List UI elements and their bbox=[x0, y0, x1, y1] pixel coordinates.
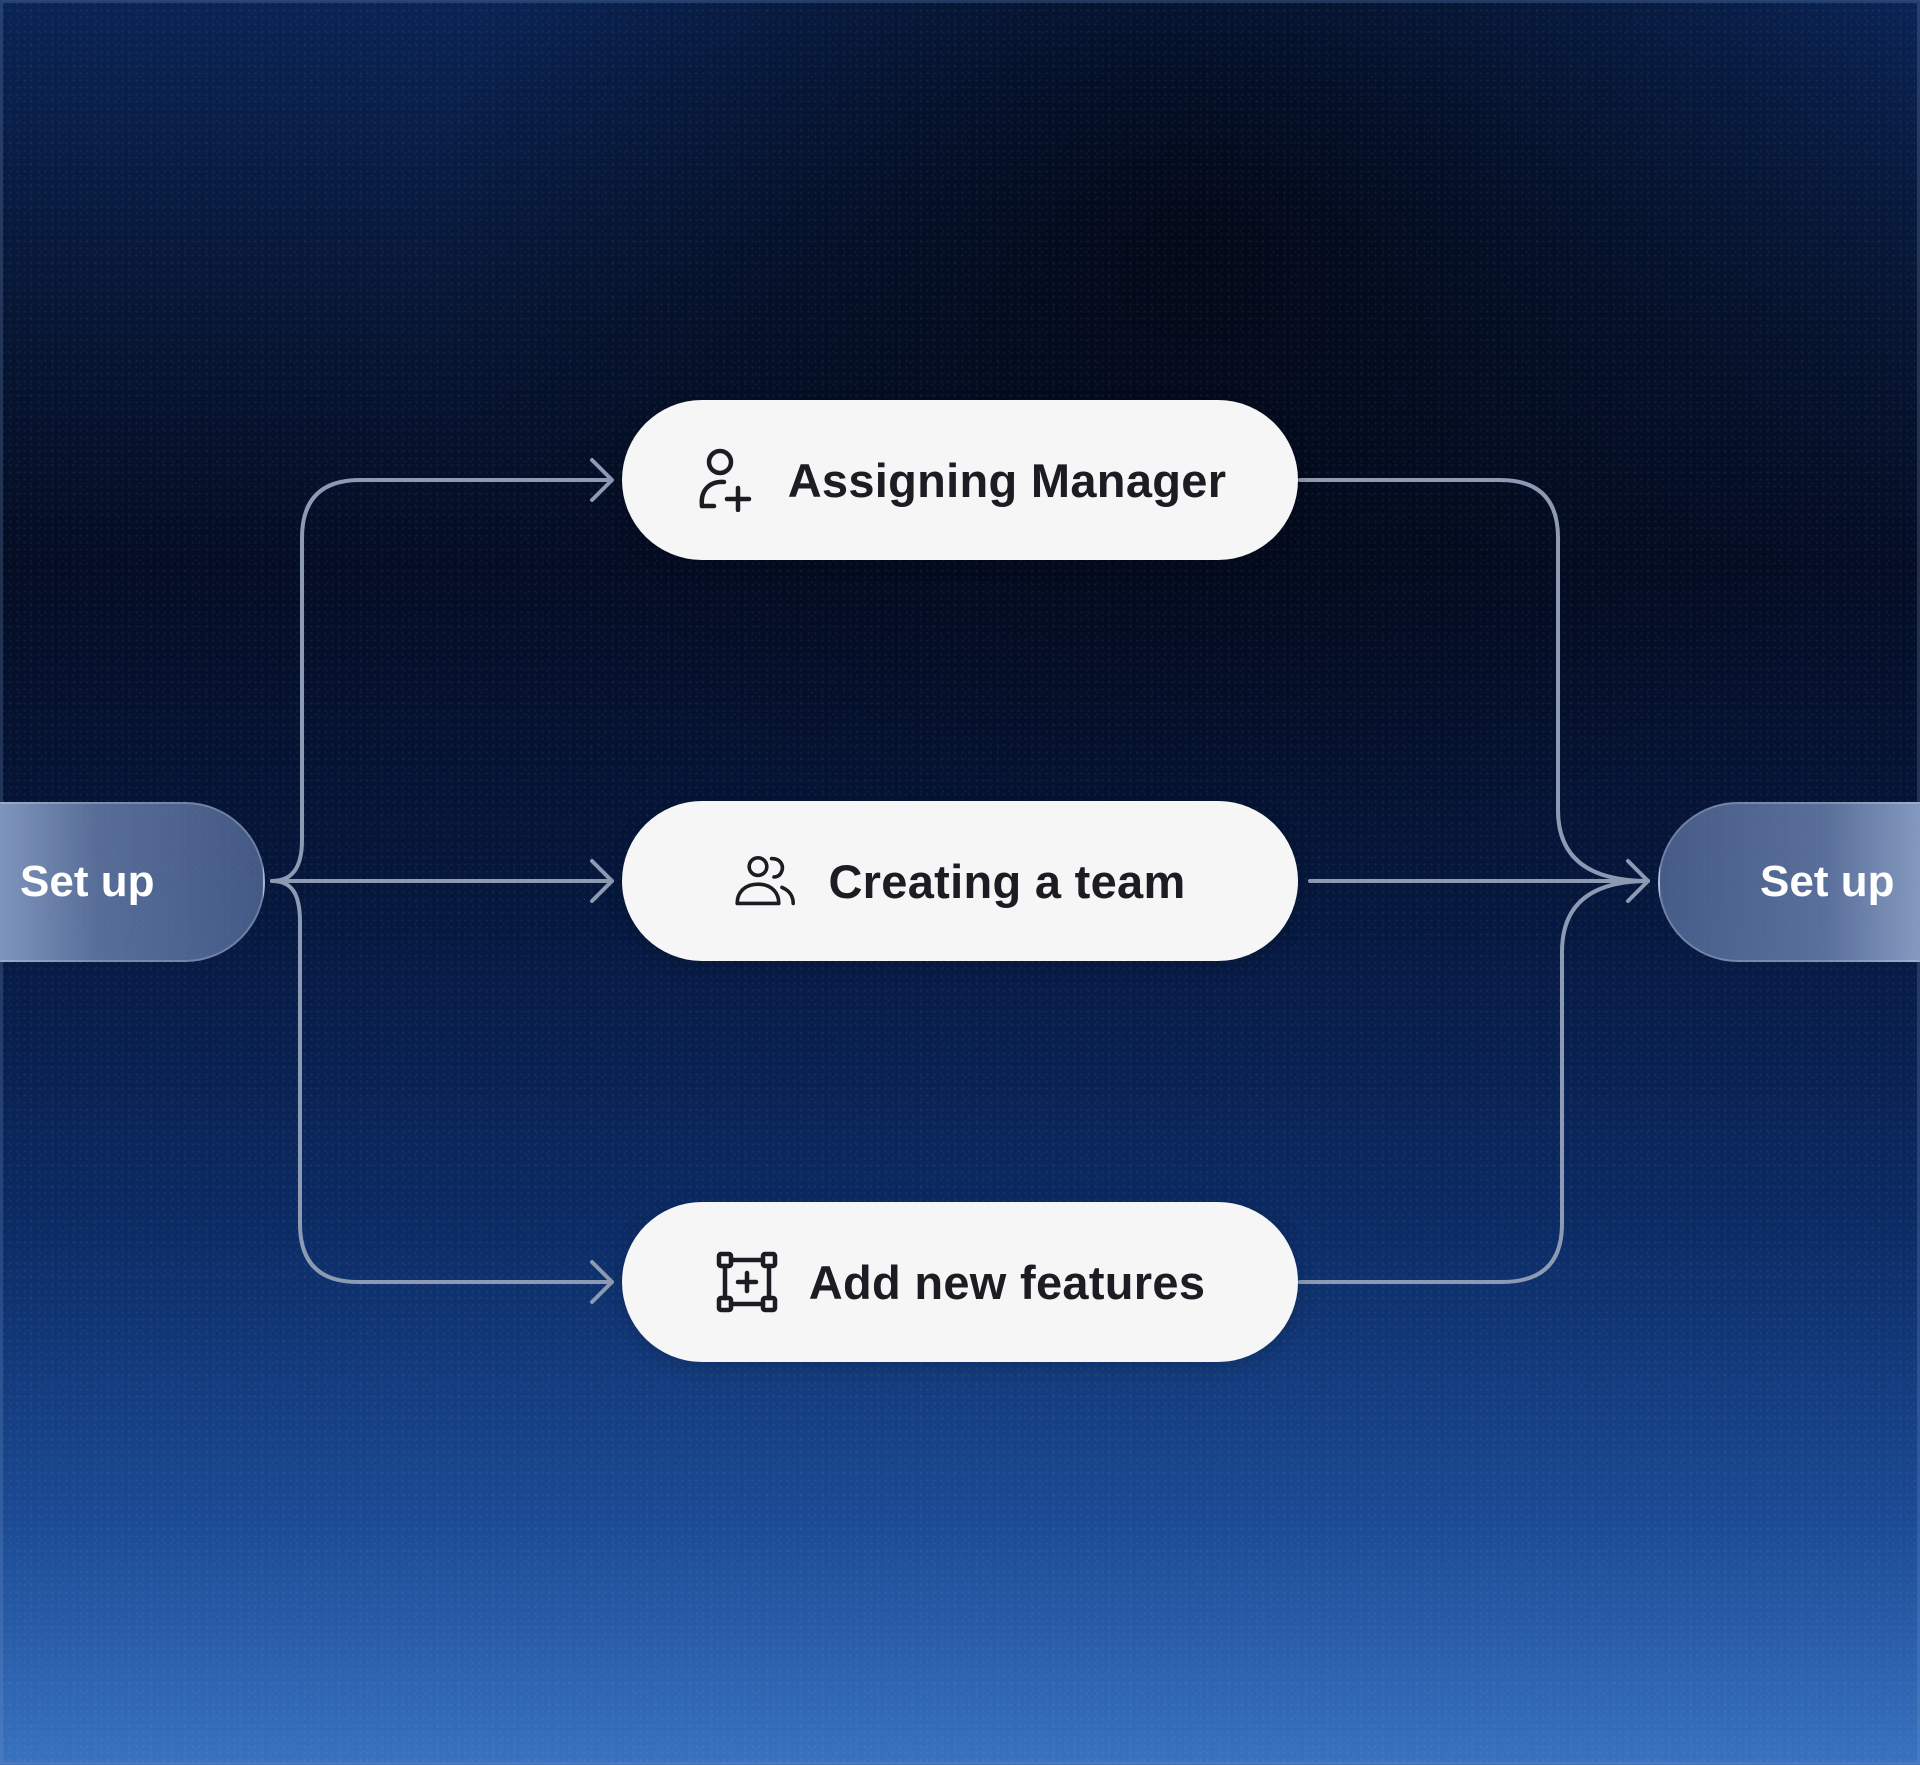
connector-source-to-features bbox=[270, 879, 614, 1284]
step-assigning-manager[interactable]: Assigning Manager bbox=[622, 400, 1298, 560]
arrowhead-features bbox=[590, 1260, 614, 1304]
arrowhead-assigning bbox=[590, 458, 614, 502]
connector-assigning-to-target bbox=[1298, 478, 1650, 883]
step-label: Creating a team bbox=[828, 854, 1186, 908]
connector-source-to-assigning bbox=[270, 478, 614, 883]
users-icon bbox=[734, 849, 798, 913]
target-node-label: Set up bbox=[1760, 857, 1895, 906]
step-label: Add new features bbox=[808, 1255, 1206, 1309]
arrowhead-target bbox=[1626, 859, 1650, 903]
source-node[interactable]: Set up bbox=[0, 802, 265, 962]
step-creating-team[interactable]: Creating a team bbox=[622, 801, 1298, 961]
arrowhead-team bbox=[590, 859, 614, 903]
step-add-new-features[interactable]: Add new features bbox=[622, 1202, 1298, 1362]
step-label: Assigning Manager bbox=[787, 453, 1227, 507]
user-plus-icon bbox=[694, 448, 758, 512]
connector-features-to-target bbox=[1298, 879, 1650, 1284]
source-node-label: Set up bbox=[20, 857, 155, 906]
add-frame-icon bbox=[715, 1250, 779, 1314]
target-node[interactable]: Set up bbox=[1658, 802, 1920, 962]
